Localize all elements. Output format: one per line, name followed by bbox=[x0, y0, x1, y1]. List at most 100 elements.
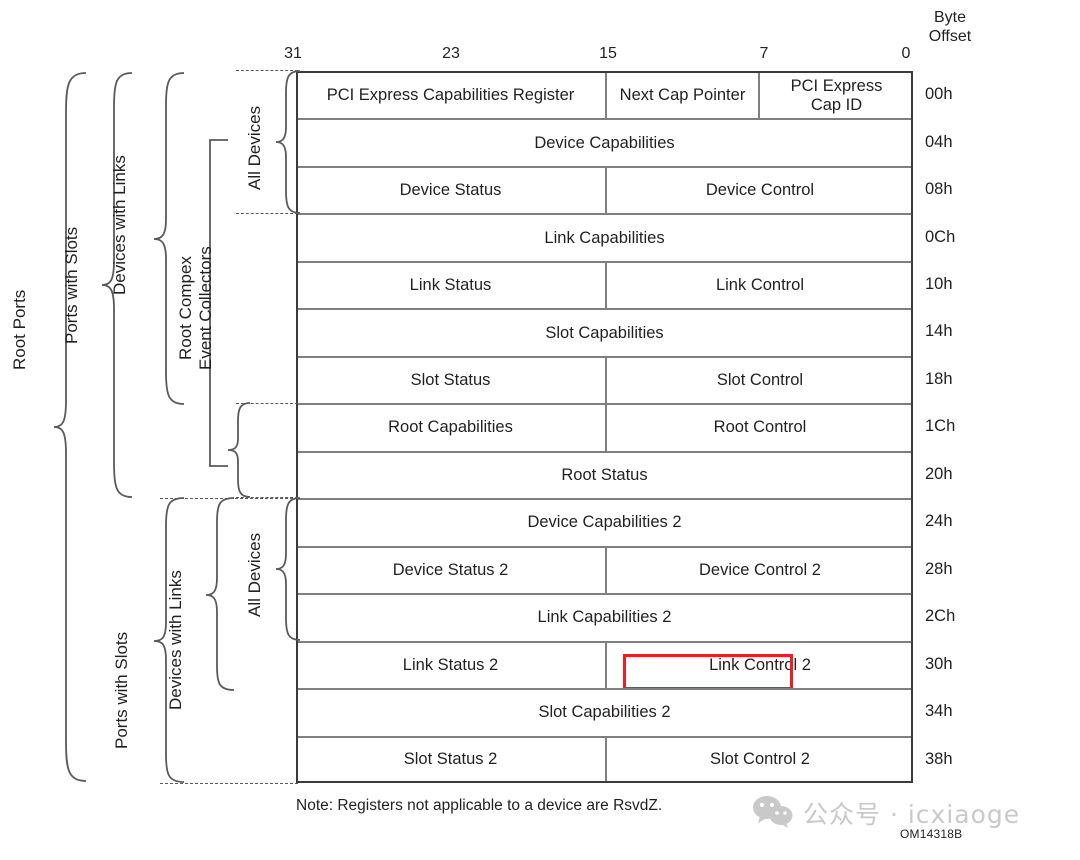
register-field-label: Next Cap Pointer bbox=[619, 86, 746, 105]
register-field-label: Link Control 2 bbox=[709, 655, 811, 674]
register-field: Link Control 2 bbox=[605, 642, 913, 690]
dashed-guide-bottom-2 bbox=[160, 783, 298, 784]
byte-offset-value: 04h bbox=[925, 132, 953, 151]
wechat-icon bbox=[752, 795, 794, 834]
register-field: Slot Capabilities bbox=[296, 310, 913, 355]
byte-offset-value: 38h bbox=[925, 749, 953, 768]
register-row: Link Status Link Control bbox=[296, 260, 913, 309]
highlight-box-link-control-2 bbox=[623, 653, 793, 690]
label-ports-with-slots-top: Ports with Slots bbox=[62, 226, 81, 344]
register-row: PCI Express Capabilities Register Next Ca… bbox=[296, 71, 913, 119]
register-field-label: PCI Express Capabilities Register bbox=[326, 86, 575, 105]
register-field: Device Control bbox=[605, 167, 913, 214]
register-field: Device Capabilities 2 bbox=[296, 500, 913, 545]
byte-offset-value: 20h bbox=[925, 464, 953, 483]
watermark: 公众号 · icxiaoge bbox=[752, 795, 1020, 834]
label-devices-with-links-top: Devices with Links bbox=[110, 155, 129, 295]
byte-offset-value: 24h bbox=[925, 512, 953, 531]
byte-offset-value: 28h bbox=[925, 559, 953, 578]
bit-label-15: 15 bbox=[599, 45, 617, 62]
dashed-guide-top-1 bbox=[236, 70, 298, 71]
byte-offset-value: 10h bbox=[925, 275, 953, 294]
register-field-label: Root Status bbox=[561, 465, 648, 484]
label-root-ports: Root Ports bbox=[10, 289, 29, 371]
register-field-label: Device Capabilities bbox=[534, 133, 675, 152]
bit-label-31: 31 bbox=[284, 45, 302, 62]
byte-offset-value: 34h bbox=[925, 702, 953, 721]
brace-all-devices-bottom bbox=[274, 496, 302, 644]
byte-offset-header: Byte Offset bbox=[928, 9, 972, 45]
register-field-label: Device Status bbox=[399, 181, 502, 200]
register-field-label: Slot Control bbox=[716, 371, 804, 390]
register-field-label: Link Status bbox=[409, 276, 492, 295]
register-field-label: Device Capabilities 2 bbox=[527, 513, 682, 532]
register-field: Device Status 2 bbox=[296, 548, 605, 593]
brace-root-complex-lower-group bbox=[226, 401, 252, 501]
register-field: Link Capabilities bbox=[296, 215, 913, 260]
register-field-label: Device Status 2 bbox=[392, 560, 509, 579]
register-field: Link Capabilities 2 bbox=[296, 595, 913, 640]
register-field: Slot Status bbox=[296, 358, 605, 403]
figure-reference: OM14318B bbox=[900, 827, 963, 841]
byte-offset-value: 14h bbox=[925, 322, 953, 341]
register-row: Root Capabilities Root Control bbox=[296, 403, 913, 451]
register-row: Link Status 2 Link Control 2 bbox=[296, 640, 913, 690]
byte-offset-value: 2Ch bbox=[925, 607, 956, 626]
register-row: Link Capabilities bbox=[296, 213, 913, 260]
register-table: PCI Express Capabilities Register Next Ca… bbox=[296, 71, 913, 783]
register-field-label: Link Capabilities bbox=[544, 228, 665, 247]
register-field: Next Cap Pointer bbox=[605, 73, 758, 119]
footer-note: Note: Registers not applicable to a devi… bbox=[296, 797, 663, 814]
register-field: PCI Express Capabilities Register bbox=[296, 73, 605, 118]
brace-ports-with-slots-top bbox=[100, 71, 134, 499]
register-field: Slot Status 2 bbox=[296, 738, 605, 781]
register-field: Slot Capabilities 2 bbox=[296, 690, 913, 735]
label-root-complex-event-collectors: Root Compex Event Collectors bbox=[176, 246, 215, 370]
register-row: Device Status 2 Device Control 2 bbox=[296, 545, 913, 594]
dashed-guide-top-2 bbox=[236, 213, 298, 214]
register-field-label: Root Capabilities bbox=[388, 418, 513, 437]
register-field-label: PCI Express Cap ID bbox=[790, 76, 883, 114]
bit-label-0: 0 bbox=[901, 45, 911, 62]
byte-offset-value: 0Ch bbox=[925, 227, 956, 246]
register-field: Root Status bbox=[296, 453, 913, 498]
register-field: PCI Express Cap ID bbox=[758, 73, 913, 119]
register-row: Device Status Device Control bbox=[296, 165, 913, 214]
label-ports-with-slots-bottom: Ports with Slots bbox=[112, 631, 131, 749]
byte-offset-value: 08h bbox=[925, 180, 953, 199]
bracket-root-complex-event-collectors bbox=[204, 138, 230, 473]
register-field-label: Device Control 2 bbox=[699, 560, 821, 579]
register-field-label: Root Control bbox=[713, 418, 807, 437]
register-row: Device Capabilities bbox=[296, 118, 913, 165]
register-field: Root Control bbox=[605, 405, 913, 451]
byte-offset-value: 00h bbox=[925, 85, 953, 104]
label-all-devices-top: All Devices bbox=[245, 105, 264, 191]
register-field: Link Status bbox=[296, 263, 605, 308]
register-field-label: Link Capabilities 2 bbox=[537, 608, 672, 627]
dashed-guide-bottom-1 bbox=[236, 497, 298, 498]
label-all-devices-bottom: All Devices bbox=[245, 532, 264, 618]
brace-devices-with-links-bottom bbox=[204, 496, 236, 694]
register-field-label: Slot Capabilities bbox=[545, 323, 664, 342]
register-row: Root Status bbox=[296, 450, 913, 498]
brace-ports-with-slots-bottom bbox=[152, 496, 186, 786]
byte-offset-value: 18h bbox=[925, 369, 953, 388]
bit-label-23: 23 bbox=[442, 45, 460, 62]
register-field: Link Control bbox=[605, 262, 913, 309]
register-row: Slot Status Slot Control bbox=[296, 355, 913, 404]
register-field: Device Capabilities bbox=[296, 120, 913, 165]
register-row: Slot Capabilities 2 bbox=[296, 688, 913, 735]
register-field-label: Slot Control 2 bbox=[710, 749, 810, 768]
bit-label-7: 7 bbox=[759, 45, 769, 62]
register-field: Link Status 2 bbox=[296, 643, 605, 688]
brace-root-ports bbox=[52, 71, 88, 783]
register-field-label: Link Status 2 bbox=[402, 655, 499, 674]
register-field: Slot Control bbox=[605, 357, 913, 404]
register-field-label: Slot Status 2 bbox=[403, 749, 498, 768]
brace-all-devices-top bbox=[274, 69, 302, 217]
register-field: Slot Control 2 bbox=[605, 737, 913, 781]
register-field: Device Status bbox=[296, 168, 605, 213]
register-field-label: Link Control bbox=[715, 276, 805, 295]
label-devices-with-links-bottom: Devices with Links bbox=[166, 570, 185, 710]
